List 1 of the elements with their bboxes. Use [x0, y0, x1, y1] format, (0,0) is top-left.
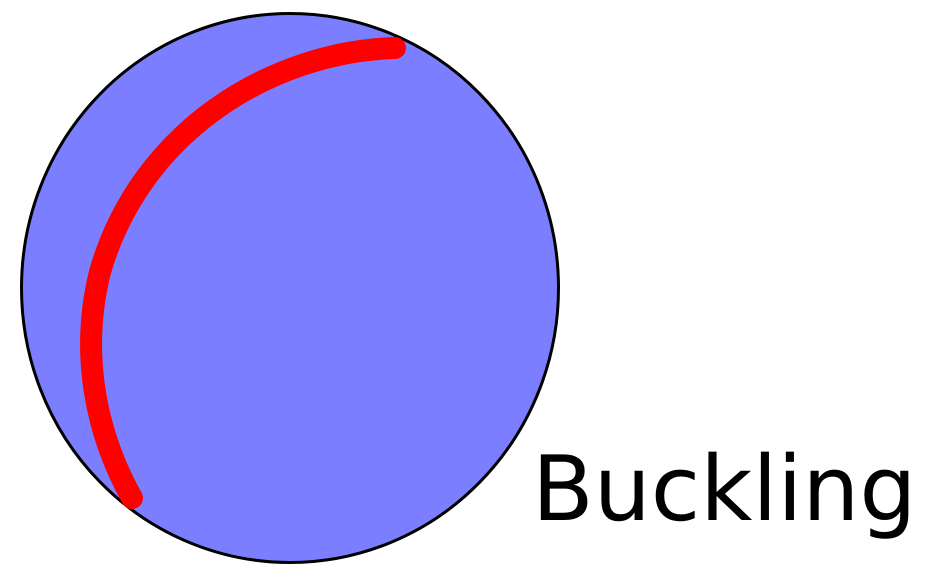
label-text: Buckling: [532, 440, 917, 539]
